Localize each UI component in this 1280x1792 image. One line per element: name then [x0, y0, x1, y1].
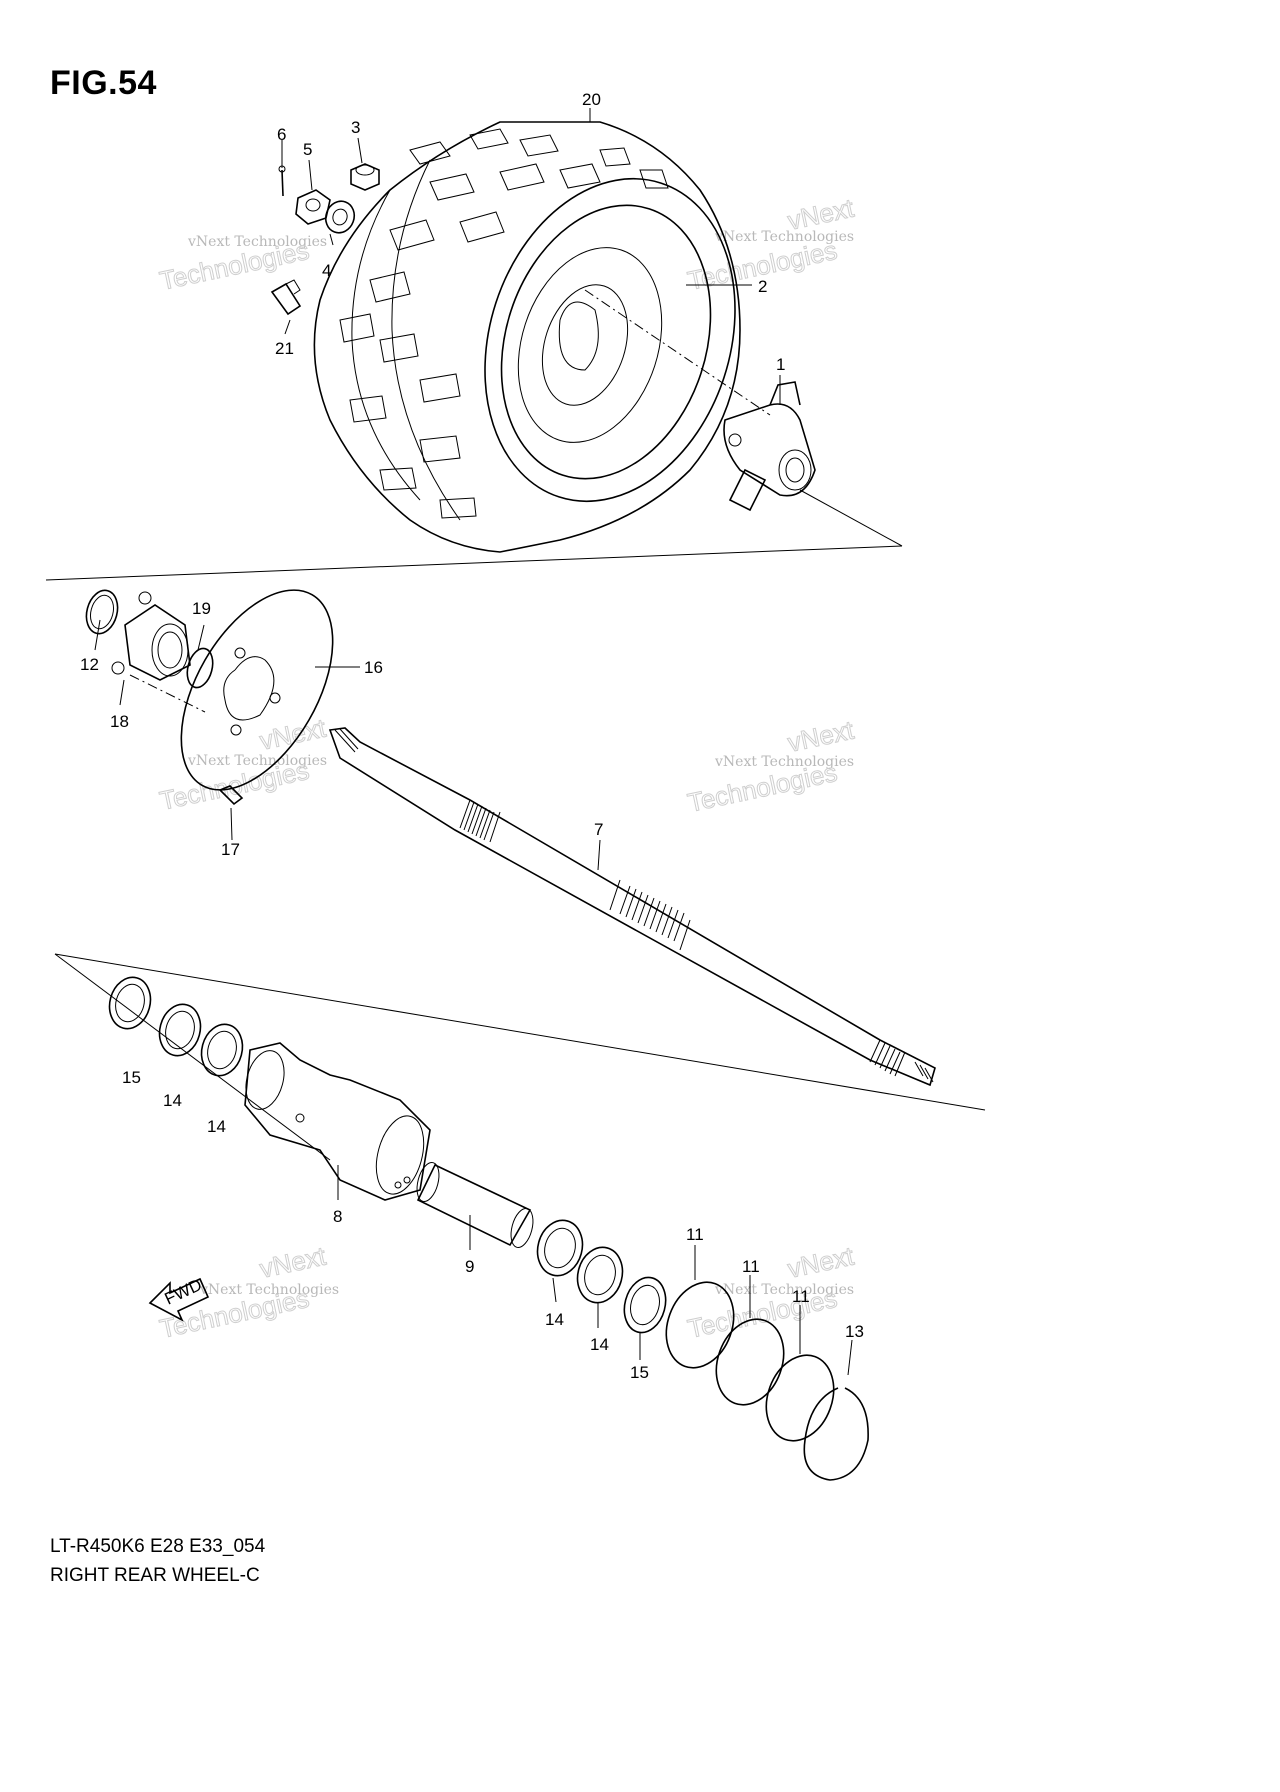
hub-carrier	[723, 381, 816, 512]
callout-11b: 11	[742, 1257, 760, 1276]
callout-14b: 14	[207, 1117, 226, 1136]
callout-16: 16	[364, 658, 383, 677]
callout-12: 12	[80, 655, 99, 674]
svg-text:vNext Technologies: vNext Technologies	[199, 1282, 339, 1298]
callout-17: 17	[221, 840, 240, 859]
bearing-outer-2	[200, 1023, 244, 1077]
callout-2: 2	[758, 277, 767, 296]
brake-disc-hub	[111, 591, 191, 681]
callout-18: 18	[110, 712, 129, 731]
figure-title: FIG.54	[50, 64, 157, 102]
callout-15a: 15	[122, 1068, 141, 1087]
callout-14c: 14	[545, 1310, 564, 1329]
leader-lines	[94, 108, 853, 1376]
disc-bolt	[218, 785, 244, 806]
callout-14d: 14	[590, 1335, 609, 1354]
wheel-nut	[350, 163, 380, 191]
callout-1: 1	[776, 355, 785, 374]
bearing-inner-2	[576, 1246, 624, 1304]
callout-13: 13	[845, 1322, 864, 1341]
model-code: LT-R450K6 E28 E33_054	[50, 1536, 266, 1557]
bearing-outer-1	[158, 1003, 202, 1057]
callout-8: 8	[333, 1207, 342, 1226]
svg-text:vNext: vNext	[785, 1241, 857, 1284]
callout-14a: 14	[163, 1091, 182, 1110]
svg-text:vNext Technologies: vNext Technologies	[187, 234, 327, 250]
svg-text:vNext: vNext	[785, 715, 857, 758]
callout-11a: 11	[686, 1225, 704, 1244]
callout-7: 7	[594, 820, 603, 839]
seal-ring	[186, 647, 214, 689]
brake-disc	[180, 589, 334, 791]
rim	[484, 177, 736, 503]
callout-9: 9	[465, 1257, 474, 1276]
svg-text:vNext Technologies: vNext Technologies	[714, 754, 854, 770]
svg-text:vNext: vNext	[257, 713, 329, 756]
watermark-mid-right: vNext Technologies Technologies vNext	[685, 714, 858, 818]
oil-seal-outer	[108, 976, 152, 1030]
svg-text:vNext Technologies: vNext Technologies	[714, 1282, 854, 1298]
diagram-subtitle: RIGHT REAR WHEEL-C	[50, 1565, 260, 1586]
callout-15b: 15	[630, 1363, 649, 1382]
axle-housing	[244, 1042, 431, 1201]
bearing-inner-1	[536, 1219, 584, 1277]
cotter-pin	[278, 165, 286, 197]
callout-5: 5	[303, 140, 312, 159]
callouts: 20 2 1 3 4 5 6 21 19 12 18 16 17 7 15 14…	[80, 90, 864, 1382]
rear-axle	[328, 727, 936, 1087]
svg-text:FWD: FWD	[162, 1275, 205, 1309]
svg-text:vNext Technologies: vNext Technologies	[714, 229, 854, 245]
callout-4: 4	[322, 261, 331, 280]
o-ring-2	[715, 1318, 785, 1406]
callout-11c: 11	[792, 1287, 810, 1306]
o-ring	[85, 589, 119, 635]
tire	[313, 121, 741, 553]
circlip	[803, 1387, 869, 1481]
castle-nut	[295, 189, 331, 225]
watermark-bottom-right: vNext Technologies Technologies vNext	[685, 1240, 858, 1344]
svg-text:vNext: vNext	[257, 1241, 329, 1284]
o-ring-3	[765, 1354, 835, 1442]
spacer	[416, 1162, 534, 1248]
callout-3: 3	[351, 118, 360, 137]
callout-6: 6	[277, 125, 286, 144]
oil-seal-inner	[623, 1276, 667, 1334]
o-ring-1	[665, 1281, 735, 1369]
watermark-top-left: vNext Technologies Technologies	[157, 234, 328, 296]
svg-text:vNext Technologies: vNext Technologies	[187, 753, 327, 769]
valve-stem	[270, 279, 302, 316]
callout-20: 20	[582, 90, 601, 109]
callout-21: 21	[275, 339, 294, 358]
tire-tread	[339, 128, 669, 519]
callout-19: 19	[192, 599, 211, 618]
